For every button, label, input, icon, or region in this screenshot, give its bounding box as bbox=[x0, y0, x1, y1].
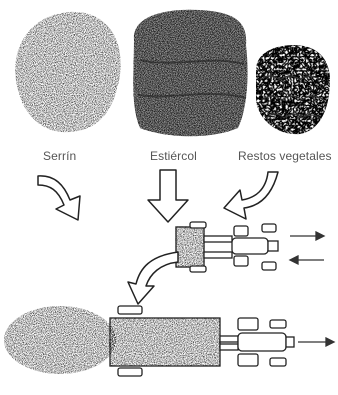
motion-arrow-left-icon bbox=[290, 256, 324, 264]
compost-windrow bbox=[4, 306, 220, 374]
manure-pile bbox=[133, 10, 247, 137]
plant-remains-pile bbox=[256, 45, 330, 134]
spreader-tractor bbox=[176, 222, 278, 272]
sawdust-pile bbox=[15, 12, 120, 132]
arrow-restos-icon bbox=[224, 172, 278, 219]
label-serrin: Serrín bbox=[43, 149, 76, 163]
label-restos-vegetales: Restos vegetales bbox=[238, 149, 332, 163]
motion-arrow-forward-icon bbox=[298, 338, 334, 346]
arrow-to-windrow-icon bbox=[128, 252, 178, 304]
motion-arrow-right-icon bbox=[290, 232, 324, 240]
arrow-serrin-icon bbox=[38, 176, 80, 220]
label-estiercol: Estiércol bbox=[150, 149, 197, 163]
arrow-estiercol-icon bbox=[148, 170, 188, 222]
